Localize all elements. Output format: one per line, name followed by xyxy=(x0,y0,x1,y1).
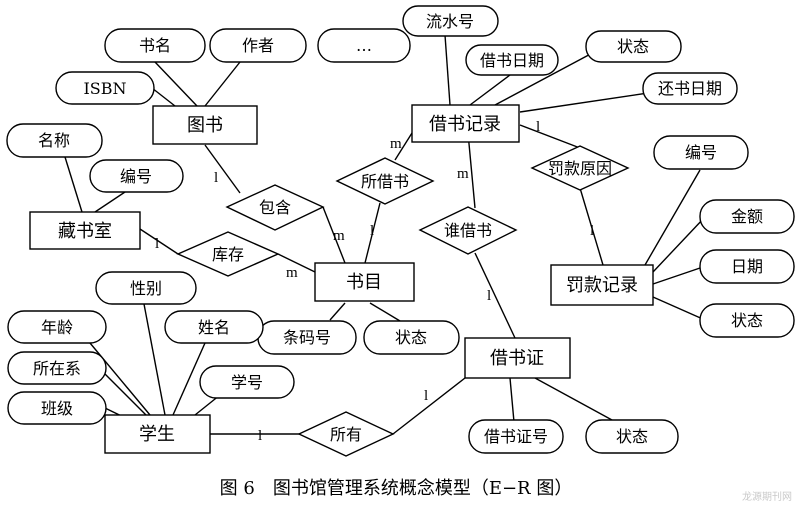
attr-catalog-status xyxy=(363,320,460,355)
svg-text:状态: 状态 xyxy=(731,311,763,330)
svg-text:年龄: 年龄 xyxy=(41,318,73,337)
card-student-owns: l xyxy=(258,428,262,444)
attr-amount xyxy=(699,199,795,234)
cardinality-labels: l m m l l m m l l l l l xyxy=(155,119,594,444)
svg-text:还书日期: 还书日期 xyxy=(658,79,722,98)
attr-gender xyxy=(95,271,197,305)
attr-room-name xyxy=(6,123,103,158)
entity-borrow-record xyxy=(411,104,520,143)
svg-text:姓名: 姓名 xyxy=(198,318,230,337)
attributes: 书名 作者 … ISBN 流水号 借书日期 状态 还书日期 名称 编号 条码号 … xyxy=(6,5,795,454)
svg-text:编号: 编号 xyxy=(120,167,152,186)
attr-age xyxy=(7,310,107,344)
attr-card-status xyxy=(585,419,679,454)
attr-fine-date xyxy=(699,249,795,284)
svg-text:条码号: 条码号 xyxy=(283,328,331,347)
entity-collection-room xyxy=(29,211,141,250)
attr-fine-status xyxy=(699,303,795,338)
card-record-reason: l xyxy=(536,119,540,135)
svg-text:谁借书: 谁借书 xyxy=(444,221,492,240)
card-contains-catalog: m xyxy=(333,228,345,244)
entities: 图书 借书记录 藏书室 书目 罚款记录 借书证 学生 xyxy=(29,104,654,454)
svg-text:借书日期: 借书日期 xyxy=(480,51,544,70)
svg-text:日期: 日期 xyxy=(731,257,763,276)
card-reason-fine: l xyxy=(590,223,594,239)
card-owns-card: l xyxy=(424,388,428,404)
attribute-edges xyxy=(64,34,706,426)
attr-card-no xyxy=(468,419,564,454)
attr-room-no xyxy=(89,159,184,193)
attr-book-name xyxy=(104,28,206,63)
entity-library-card xyxy=(464,337,571,379)
svg-text:借书记录: 借书记录 xyxy=(429,114,501,135)
svg-text:…: … xyxy=(356,36,372,55)
svg-text:学号: 学号 xyxy=(231,373,263,392)
svg-text:借书证号: 借书证号 xyxy=(484,427,548,446)
attr-author xyxy=(209,28,307,63)
card-who-card: l xyxy=(487,288,491,304)
svg-text:状态: 状态 xyxy=(617,37,649,56)
card-record-who: m xyxy=(457,166,469,182)
entity-book xyxy=(152,105,258,145)
svg-text:所在系: 所在系 xyxy=(33,359,81,378)
relationship-edges xyxy=(139,124,604,435)
svg-text:包含: 包含 xyxy=(259,198,291,217)
entity-student xyxy=(104,414,211,454)
figure-caption: 图 6 图书馆管理系统概念模型（E−R 图） xyxy=(220,477,573,499)
svg-text:所借书: 所借书 xyxy=(361,172,409,191)
watermark: 龙源期刊网 xyxy=(742,490,792,503)
attr-department xyxy=(7,351,107,385)
svg-text:状态: 状态 xyxy=(616,427,648,446)
svg-text:图书: 图书 xyxy=(187,115,223,136)
attr-name xyxy=(164,310,264,344)
svg-text:书名: 书名 xyxy=(139,36,171,55)
svg-text:性别: 性别 xyxy=(130,279,162,298)
svg-text:金额: 金额 xyxy=(731,207,763,226)
svg-text:罚款记录: 罚款记录 xyxy=(566,275,638,296)
card-book-contains: l xyxy=(214,170,218,186)
attr-fine-no xyxy=(653,135,749,170)
rel-owns xyxy=(297,411,395,457)
svg-text:书目: 书目 xyxy=(346,272,382,293)
entity-fine-record xyxy=(550,264,654,306)
card-room-stock: l xyxy=(155,236,159,252)
attr-class xyxy=(7,391,107,425)
svg-text:藏书室: 藏书室 xyxy=(58,221,112,242)
rel-contains xyxy=(225,184,325,231)
card-borrowed-catalog: l xyxy=(370,223,374,239)
svg-text:ISBN: ISBN xyxy=(83,79,126,98)
attr-more xyxy=(317,28,411,63)
svg-text:班级: 班级 xyxy=(41,399,73,418)
svg-text:状态: 状态 xyxy=(395,328,427,347)
attr-student-no xyxy=(199,365,295,399)
attr-return-date xyxy=(642,72,738,105)
svg-text:借书证: 借书证 xyxy=(490,348,544,369)
svg-text:编号: 编号 xyxy=(685,143,717,162)
svg-text:名称: 名称 xyxy=(38,131,70,150)
svg-text:学生: 学生 xyxy=(139,424,175,445)
rel-stock xyxy=(176,231,280,277)
card-record-borrowed: m xyxy=(390,136,402,152)
svg-text:作者: 作者 xyxy=(242,36,274,55)
rel-who-borrows xyxy=(418,206,518,255)
svg-text:库存: 库存 xyxy=(212,245,244,264)
attr-borrow-date xyxy=(465,44,559,76)
card-stock-catalog: m xyxy=(286,265,298,281)
relationships: 包含 所借书 罚款原因 谁借书 库存 所有 xyxy=(176,145,630,457)
rel-fine-reason xyxy=(530,145,630,191)
svg-text:所有: 所有 xyxy=(330,425,362,444)
entity-catalog xyxy=(314,262,415,302)
rel-borrowed-book xyxy=(335,157,435,205)
attr-serial-no xyxy=(402,5,499,37)
svg-text:流水号: 流水号 xyxy=(426,12,474,31)
attr-record-status xyxy=(585,30,682,63)
svg-text:罚款原因: 罚款原因 xyxy=(548,159,612,178)
attr-isbn xyxy=(55,71,155,105)
